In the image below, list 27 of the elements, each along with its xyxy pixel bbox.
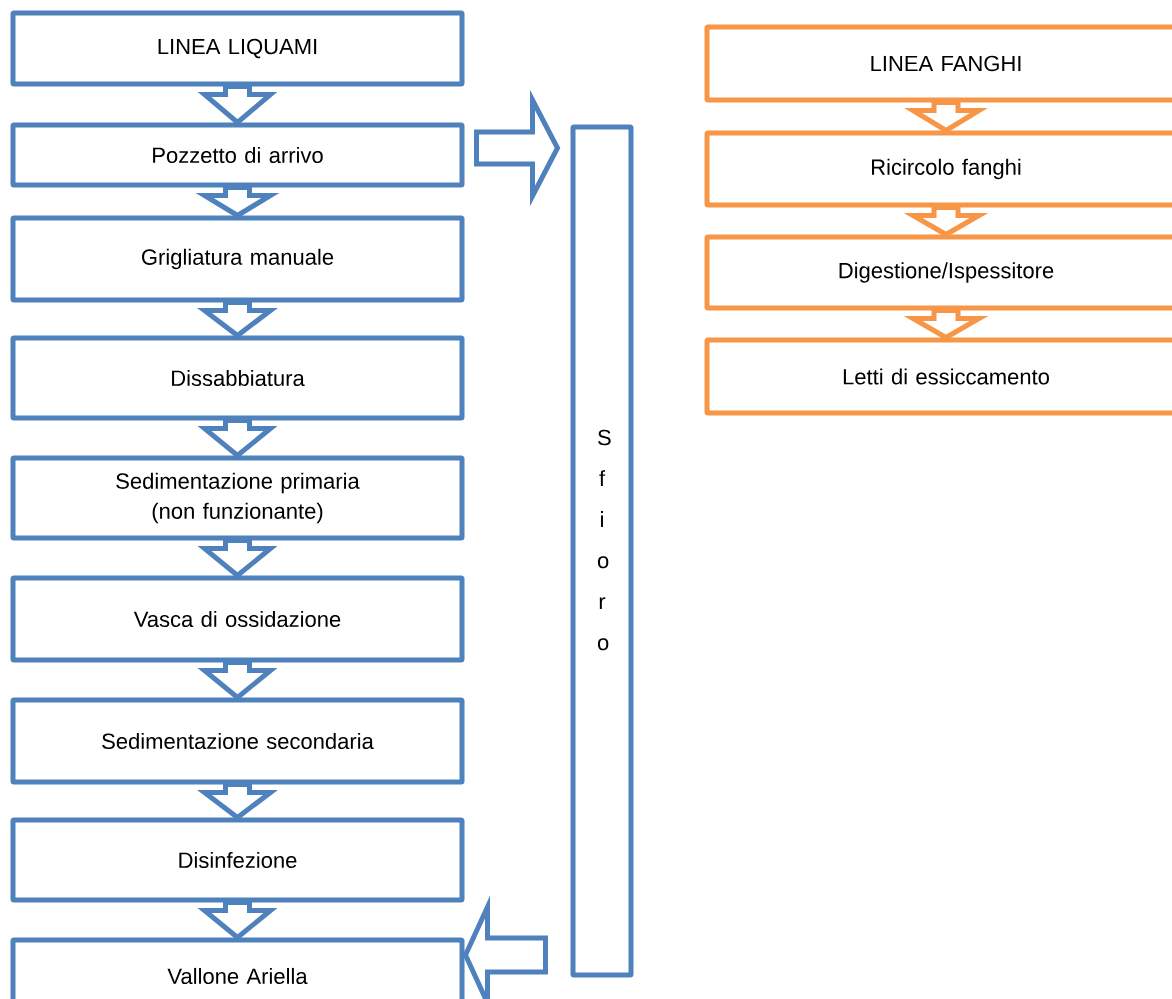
block-arrow bbox=[197, 660, 278, 701]
process-box: Digestione/Ispessitore bbox=[704, 234, 1172, 311]
block-arrow bbox=[197, 84, 278, 126]
block-arrow bbox=[474, 89, 561, 207]
process-box: Vallone Ariella bbox=[10, 937, 465, 999]
block-arrow bbox=[462, 895, 548, 999]
process-box: Letti di essiccamento bbox=[704, 337, 1172, 416]
process-box: Grigliatura manuale bbox=[10, 215, 465, 303]
block-arrow bbox=[195, 185, 280, 219]
process-box: Vasca di ossidazione bbox=[10, 575, 465, 663]
block-arrow bbox=[903, 308, 989, 341]
block-arrow bbox=[904, 100, 988, 134]
block-arrow bbox=[197, 538, 278, 579]
block-arrow bbox=[903, 205, 989, 238]
block-arrow bbox=[197, 418, 278, 459]
process-box: LINEA LIQUAMI bbox=[10, 10, 465, 87]
block-arrow bbox=[197, 300, 278, 339]
process-box: Sedimentazione secondaria bbox=[10, 697, 465, 785]
process-box: Pozzetto di arrivo bbox=[10, 122, 465, 188]
process-box: LINEA FANGHI bbox=[704, 24, 1172, 103]
process-box: Dissabbiatura bbox=[10, 335, 465, 421]
block-arrow bbox=[197, 782, 278, 821]
block-arrow bbox=[197, 900, 278, 941]
process-box: Sedimentazione primaria (non funzionante) bbox=[10, 455, 465, 541]
process-box: S f i o r o bbox=[570, 124, 634, 978]
process-box: Ricircolo fanghi bbox=[704, 130, 1172, 208]
process-box: Disinfezione bbox=[10, 817, 465, 903]
